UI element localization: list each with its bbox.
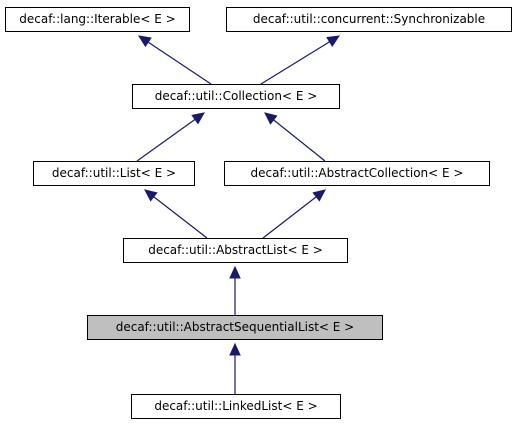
arrowhead-abstract-sequential-list-to-abstract-list — [229, 265, 241, 279]
node-linked-list[interactable]: decaf::util::LinkedList< E > — [131, 394, 341, 419]
arrowhead-collection-to-synchronizable — [326, 35, 341, 47]
arrowhead-linked-list-to-abstract-sequential-list — [229, 342, 241, 356]
node-collection[interactable]: decaf::util::Collection< E > — [132, 84, 340, 109]
edge-abstract-list-to-abstract-collection — [262, 196, 317, 239]
node-synchronizable[interactable]: decaf::util::concurrent::Synchronizable — [226, 7, 512, 32]
node-abstract-sequential-list[interactable]: decaf::util::AbstractSequentialList< E > — [87, 315, 383, 340]
node-abstract-collection[interactable]: decaf::util::AbstractCollection< E > — [224, 161, 490, 186]
edge-abstract-collection-to-collection — [273, 119, 326, 162]
node-iterable[interactable]: decaf::lang::Iterable< E > — [5, 7, 190, 32]
node-abstract-list[interactable]: decaf::util::AbstractList< E > — [123, 238, 348, 263]
arrowhead-abstract-collection-to-collection — [264, 112, 278, 125]
arrowhead-list-to-collection — [191, 112, 205, 125]
edge-abstract-list-to-list — [153, 196, 208, 239]
edge-list-to-collection — [136, 118, 196, 162]
arrowhead-collection-to-iterable — [137, 35, 152, 48]
arrowhead-abstract-list-to-list — [144, 189, 158, 202]
edge-collection-to-iterable — [147, 41, 212, 85]
node-list[interactable]: decaf::util::List< E > — [33, 161, 195, 186]
edge-collection-to-synchronizable — [260, 41, 330, 85]
arrowhead-abstract-list-to-abstract-collection — [312, 189, 326, 202]
